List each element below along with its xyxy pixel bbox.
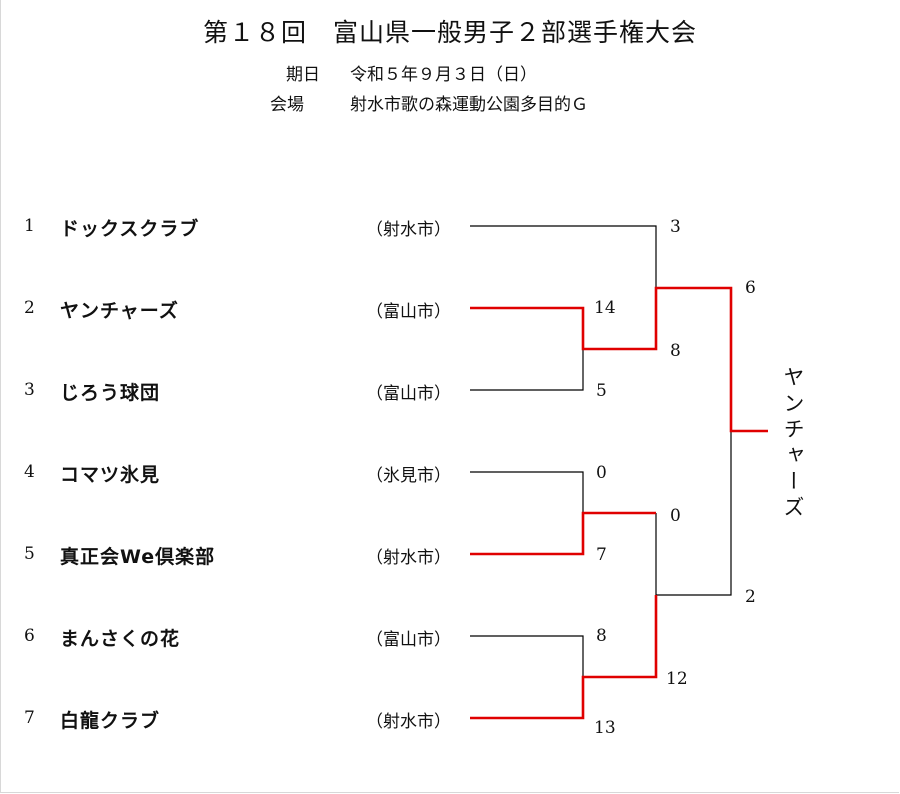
score: 0 xyxy=(596,463,607,483)
date-row: 期日 令和５年９月３日（日） xyxy=(270,60,537,85)
team-seed: 4 xyxy=(24,462,35,482)
venue-row: 会場 射水市歌の森運動公園多目的Ｇ xyxy=(270,90,588,115)
team-name: ヤンチャーズ xyxy=(60,300,179,322)
team-seed: 3 xyxy=(24,380,35,400)
winner-path-team7 xyxy=(470,595,658,720)
team-seed: 1 xyxy=(24,216,35,236)
team-name: ドックスクラブ xyxy=(60,218,200,240)
team-city: （氷見市） xyxy=(366,466,451,486)
score: 14 xyxy=(594,298,616,318)
team-seed: 7 xyxy=(24,708,35,728)
team-city: （富山市） xyxy=(366,302,451,322)
bracket-line-team1 xyxy=(470,225,657,288)
champion-name: ヤンチャーズ xyxy=(781,366,805,522)
score: 3 xyxy=(670,217,681,237)
team-name: 白龍クラブ xyxy=(60,710,161,732)
venue-value: 射水市歌の森運動公園多目的Ｇ xyxy=(350,95,588,115)
score: 12 xyxy=(666,669,688,689)
score: 6 xyxy=(745,278,756,298)
score: 5 xyxy=(596,381,607,401)
team-name: コマツ氷見 xyxy=(60,464,161,486)
score: 7 xyxy=(596,545,607,565)
winner-path-team5 xyxy=(470,511,656,556)
team-city: （射水市） xyxy=(366,548,451,568)
loser-lines xyxy=(470,225,732,677)
page-title: 第１８回 富山県一般男子２部選手権大会 xyxy=(202,18,697,47)
team-city: （富山市） xyxy=(366,384,451,404)
score: 13 xyxy=(594,718,616,738)
team-city: （富山市） xyxy=(366,630,451,650)
bracket-line-lower-final xyxy=(655,431,732,596)
bracket-line-team6 xyxy=(470,635,584,677)
team-seed: 2 xyxy=(24,298,35,318)
score: 8 xyxy=(670,341,681,361)
winner-path-lines xyxy=(470,286,768,720)
team-name: じろう球団 xyxy=(60,382,161,404)
team-city: （射水市） xyxy=(366,220,451,240)
venue-label: 会場 xyxy=(270,95,304,115)
team-seed: 6 xyxy=(24,626,35,646)
score: 8 xyxy=(596,626,607,646)
date-label: 期日 xyxy=(286,65,320,85)
score: 0 xyxy=(670,506,681,526)
score: 2 xyxy=(745,587,756,607)
team-city: （射水市） xyxy=(366,712,451,732)
bracket-line-team3 xyxy=(470,349,584,391)
team-seed: 5 xyxy=(24,544,35,564)
team-name: まんさくの花 xyxy=(60,628,181,650)
winner-path-yancharz xyxy=(470,286,768,433)
date-value: 令和５年９月３日（日） xyxy=(350,65,537,85)
bracket-line-team4 xyxy=(470,471,584,513)
team-name: 真正会We倶楽部 xyxy=(60,546,216,568)
